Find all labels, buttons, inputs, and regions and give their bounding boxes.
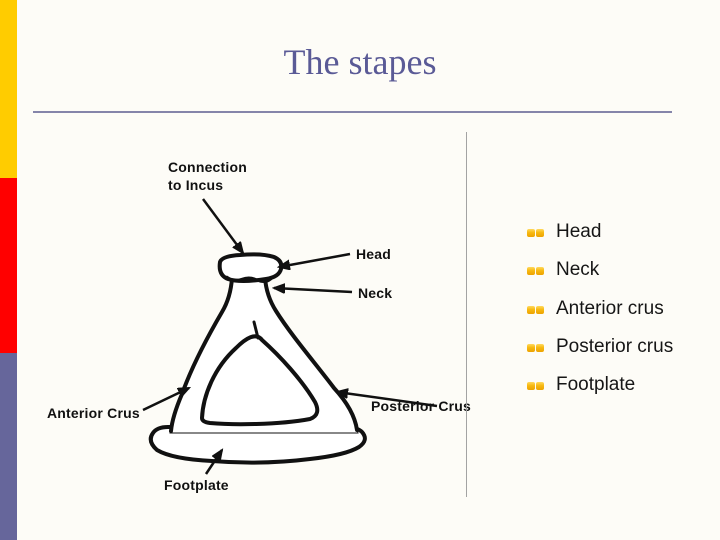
double-square-bullet-icon [527, 305, 544, 314]
left-accent-bar [0, 0, 17, 540]
double-square-bullet-icon [527, 267, 544, 276]
diagram-label-connection-line1: Connection [168, 159, 247, 175]
list-item-label: Posterior crus [556, 336, 674, 358]
double-square-bullet-icon [527, 382, 544, 391]
title-underline [33, 111, 672, 113]
list-item-label: Anterior crus [556, 297, 664, 319]
obturator-foramen-shape [200, 334, 320, 427]
diagram-label-footplate: Footplate [164, 477, 229, 493]
arch-cleft-line [252, 320, 260, 340]
head-texture-squiggle [225, 275, 273, 283]
list-item: Neck [527, 251, 673, 289]
vertical-divider-line [466, 132, 467, 497]
diagram-label-head: Head [356, 246, 391, 262]
double-square-bullet-icon [527, 344, 544, 353]
diagram-label-connection-line2: to Incus [168, 177, 223, 193]
accent-bar-red-segment [0, 178, 17, 353]
slide-title: The stapes [283, 42, 437, 82]
list-item: Head [527, 213, 673, 251]
callout-arrows [142, 198, 438, 475]
list-item-label: Footplate [556, 374, 636, 396]
anterior-crus-edge [169, 276, 234, 433]
posterior-crus-edge [263, 276, 359, 432]
diagram-label-neck: Neck [358, 285, 392, 301]
accent-bar-yellow-segment [0, 0, 17, 178]
list-item: Posterior crus [527, 328, 673, 366]
list-item: Footplate [527, 366, 673, 404]
anterior-crus-arrow [142, 386, 189, 412]
bullet-list: Head Neck Anterior crus Posterior crus F… [527, 213, 673, 404]
head-arrow [279, 252, 351, 267]
stapes-bone-drawing [148, 252, 367, 465]
list-item: Anterior crus [527, 290, 673, 328]
list-item-label: Neck [556, 259, 600, 281]
diagram-label-anterior-crus: Anterior Crus [47, 405, 140, 421]
footplate-arrow [204, 450, 222, 475]
incus-arrow [201, 198, 243, 253]
double-square-bullet-icon [527, 229, 544, 238]
diagram-label-posterior-crus: Posterior Crus [371, 398, 471, 414]
posterior-crus-arrow [337, 392, 438, 408]
list-item-label: Head [556, 221, 602, 243]
accent-bar-slate-segment [0, 353, 17, 540]
neck-arrow [274, 288, 353, 292]
diagram-labels: Connection to Incus Head Neck Anterior C… [47, 159, 471, 493]
